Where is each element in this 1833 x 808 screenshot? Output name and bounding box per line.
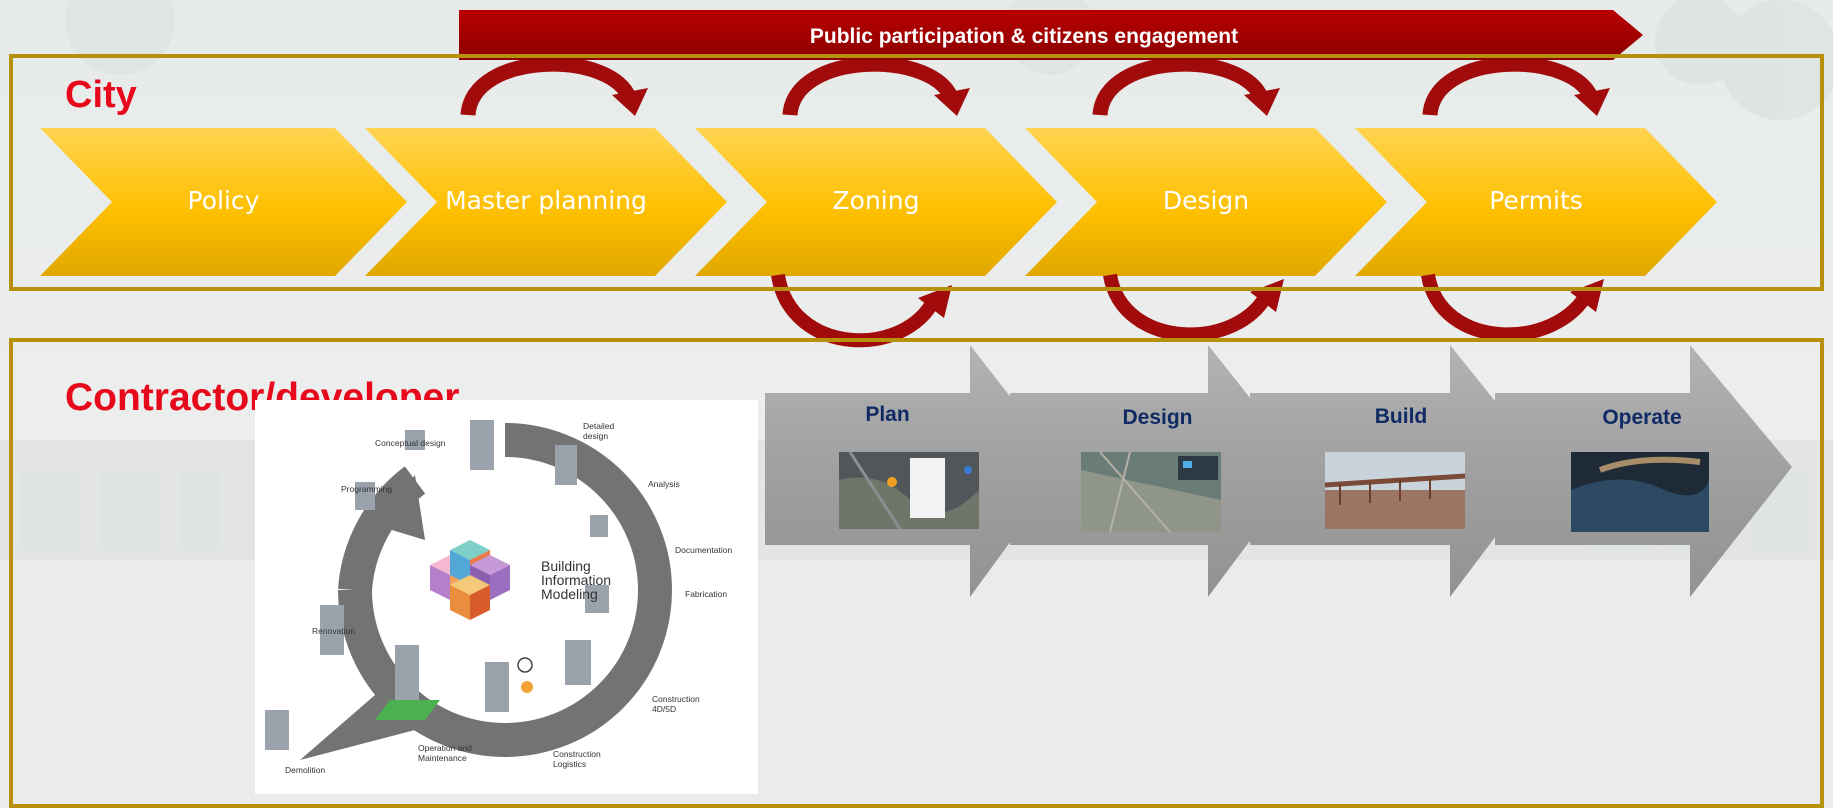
bim-label-construction: Construction 4D/5D: [652, 694, 700, 714]
step-policy-label: Policy: [187, 186, 260, 215]
plan-thumbnail: [839, 451, 979, 530]
top-loop-arrows: [460, 56, 1600, 117]
bim-label-conceptual-design: Conceptual design: [375, 438, 446, 448]
participation-banner-arrow: [459, 10, 1643, 60]
bim-label-renovation: Renovation: [312, 626, 356, 636]
phase-design-label: Design: [1122, 406, 1193, 429]
chevron-zoning: [695, 128, 1057, 276]
bim-cycle-figure: Building Information Modeling Detailed d…: [255, 400, 758, 794]
chevron-design: [1025, 128, 1387, 276]
step-master-planning-label: Master planning: [445, 186, 647, 215]
city-title: City: [65, 74, 137, 116]
city-chevrons: [40, 128, 1717, 276]
bim-label-operation: Operation and Maintenance: [418, 743, 472, 763]
step-permits-label: Permits: [1489, 186, 1583, 215]
step-design-label: Design: [1162, 186, 1250, 215]
bim-label-detailed-design: Detailed design: [583, 421, 615, 441]
bim-label-programming: Programming: [341, 484, 393, 494]
operate-thumbnail: [1571, 452, 1709, 532]
phase-plan-label: Plan: [865, 403, 910, 426]
chevron-permits: [1355, 128, 1717, 276]
bim-cycle-graphic: [265, 420, 672, 760]
phase-operate-label: Operate: [1602, 406, 1682, 429]
bim-label-fabrication: Fabrication: [685, 589, 728, 599]
chevron-master-planning: [365, 128, 727, 276]
design-thumbnail: [1081, 451, 1221, 533]
bim-label-logistics: Construction Logistics: [553, 749, 601, 769]
city-frame: [9, 54, 1824, 291]
bim-label-demolition: Demolition: [285, 765, 326, 775]
phase-build-label: Build: [1374, 405, 1428, 428]
build-thumbnail: [1324, 452, 1466, 529]
bim-title: Building Information Modeling: [541, 558, 612, 602]
bim-label-analysis: Analysis: [648, 479, 680, 489]
participation-banner-label: Public participation & citizens engageme…: [809, 25, 1239, 48]
chevron-policy: [40, 128, 407, 276]
step-zoning-label: Zoning: [832, 186, 920, 215]
bim-label-documentation: Documentation: [675, 545, 733, 555]
